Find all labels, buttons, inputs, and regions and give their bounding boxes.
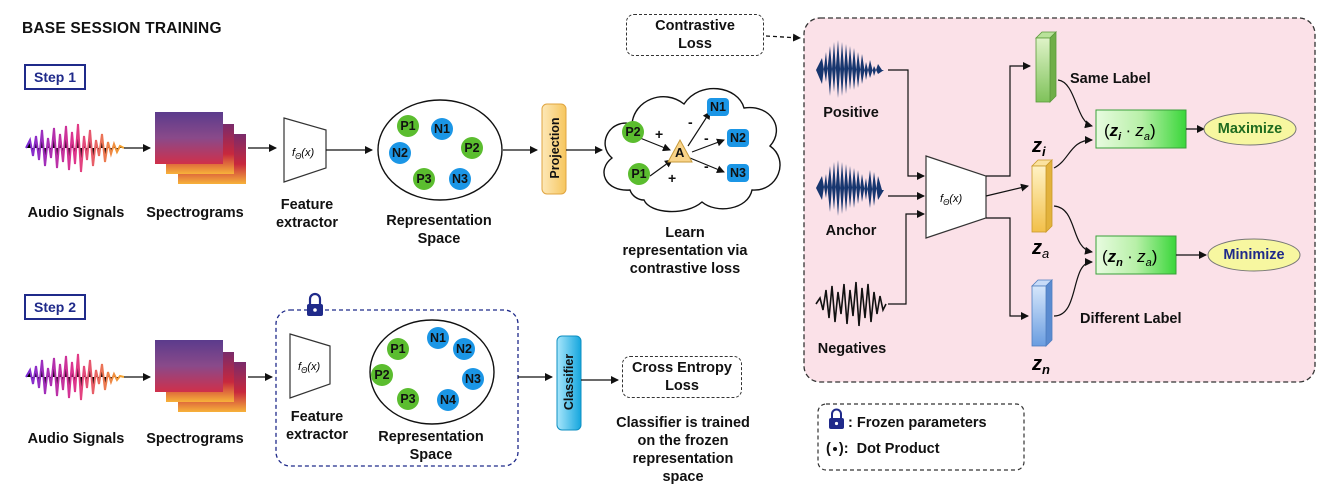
step1-label: Step 1 — [24, 64, 87, 90]
minus-sign: - — [704, 158, 709, 174]
minus-sign: - — [704, 130, 709, 146]
representation-space-label: Representation Space — [386, 213, 492, 247]
negatives-waveform-icon — [815, 281, 887, 327]
node-p1: P1 — [397, 115, 419, 137]
projection-block — [541, 103, 567, 195]
audio-signals-label: Audio Signals — [27, 431, 125, 447]
waveform-icon — [25, 353, 125, 401]
feature-extractor-label: Feature extractor — [275, 197, 339, 231]
same-dot-formula: (zi ∙ za) — [1104, 121, 1156, 143]
minus-sign: - — [688, 114, 693, 130]
diff-dot-box — [1095, 235, 1177, 275]
encoder-formula: fΘ(x) — [298, 361, 320, 375]
negatives-label: Negatives — [817, 341, 887, 357]
anchor-label: Anchor — [825, 223, 877, 239]
spectrogram-icon — [155, 340, 246, 412]
representation-space-label: Representation Space — [378, 429, 484, 463]
same-dot-box — [1095, 109, 1187, 149]
minimize-ellipse — [1207, 238, 1301, 272]
feature-extractor-shape — [289, 333, 331, 399]
classifier-note: Classifier is trained on the frozen repr… — [616, 415, 750, 485]
node-p3: P3 — [413, 168, 435, 190]
same-label-text: Same Label — [1070, 71, 1151, 87]
contrastive-panel — [803, 17, 1316, 383]
z-a-bar — [1031, 159, 1053, 233]
plus-sign: + — [655, 126, 664, 142]
contrastive-loss-box: Contrastive Loss — [626, 14, 764, 56]
cross-entropy-loss-box: Cross Entropy Loss — [622, 356, 742, 398]
diff-dot-formula: (zn ∙ za) — [1102, 247, 1157, 269]
z-n-bar — [1031, 279, 1053, 347]
projection-label: Projection — [548, 117, 562, 179]
classifier-label: Classifier — [562, 353, 576, 411]
anchor-label: A — [675, 145, 685, 160]
anchor-triangle — [667, 138, 693, 163]
frozen-region — [275, 309, 519, 467]
lock-icon — [307, 292, 323, 316]
node-p3: P3 — [397, 388, 419, 410]
audio-signals-label: Audio Signals — [27, 205, 125, 221]
cloud-node-p2: P2 — [622, 121, 644, 143]
anchor-waveform-icon — [816, 160, 884, 216]
node-n3: N3 — [462, 368, 484, 390]
different-label-text: Different Label — [1080, 311, 1182, 327]
node-p2: P2 — [371, 364, 393, 386]
cloud-shape — [603, 88, 781, 213]
minimize-label: Minimize — [1223, 247, 1285, 263]
diagram-title: BASE SESSION TRAINING — [22, 20, 222, 37]
spectrograms-label: Spectrograms — [146, 431, 244, 447]
feature-extractor-shape — [283, 117, 327, 183]
z-i-bar — [1035, 31, 1057, 103]
spectrogram-icon — [155, 112, 246, 184]
classifier-block — [556, 335, 582, 431]
legend-box — [817, 403, 1025, 471]
waveform-icon — [25, 123, 125, 173]
cloud-node-n1: N1 — [707, 98, 729, 116]
node-n1: N1 — [431, 118, 453, 140]
node-n4: N4 — [437, 389, 459, 411]
positive-waveform-icon — [816, 40, 884, 98]
positive-label: Positive — [823, 105, 879, 121]
plus-sign: + — [668, 170, 677, 186]
node-n2: N2 — [389, 142, 411, 164]
node-p1: P1 — [387, 338, 409, 360]
learn-representation-label: Learn representation via contrastive los… — [622, 225, 748, 277]
legend-frozen-text: : Frozen parameters — [848, 415, 987, 431]
lock-icon — [829, 408, 844, 429]
dot-symbol — [833, 447, 837, 451]
node-n1: N1 — [427, 327, 449, 349]
cloud-node-p1: P1 — [628, 163, 650, 185]
node-p2: P2 — [461, 137, 483, 159]
node-n2: N2 — [453, 338, 475, 360]
cloud-node-n3: N3 — [727, 164, 749, 182]
legend-dot-text: ( ): Dot Product — [826, 441, 940, 457]
cloud-node-n2: N2 — [727, 129, 749, 147]
feature-extractor-label: Feature extractor — [285, 409, 349, 443]
maximize-ellipse — [1203, 112, 1297, 146]
step2-label: Step 2 — [24, 294, 87, 320]
node-n3: N3 — [449, 168, 471, 190]
maximize-label: Maximize — [1217, 121, 1283, 137]
spectrograms-label: Spectrograms — [146, 205, 244, 221]
